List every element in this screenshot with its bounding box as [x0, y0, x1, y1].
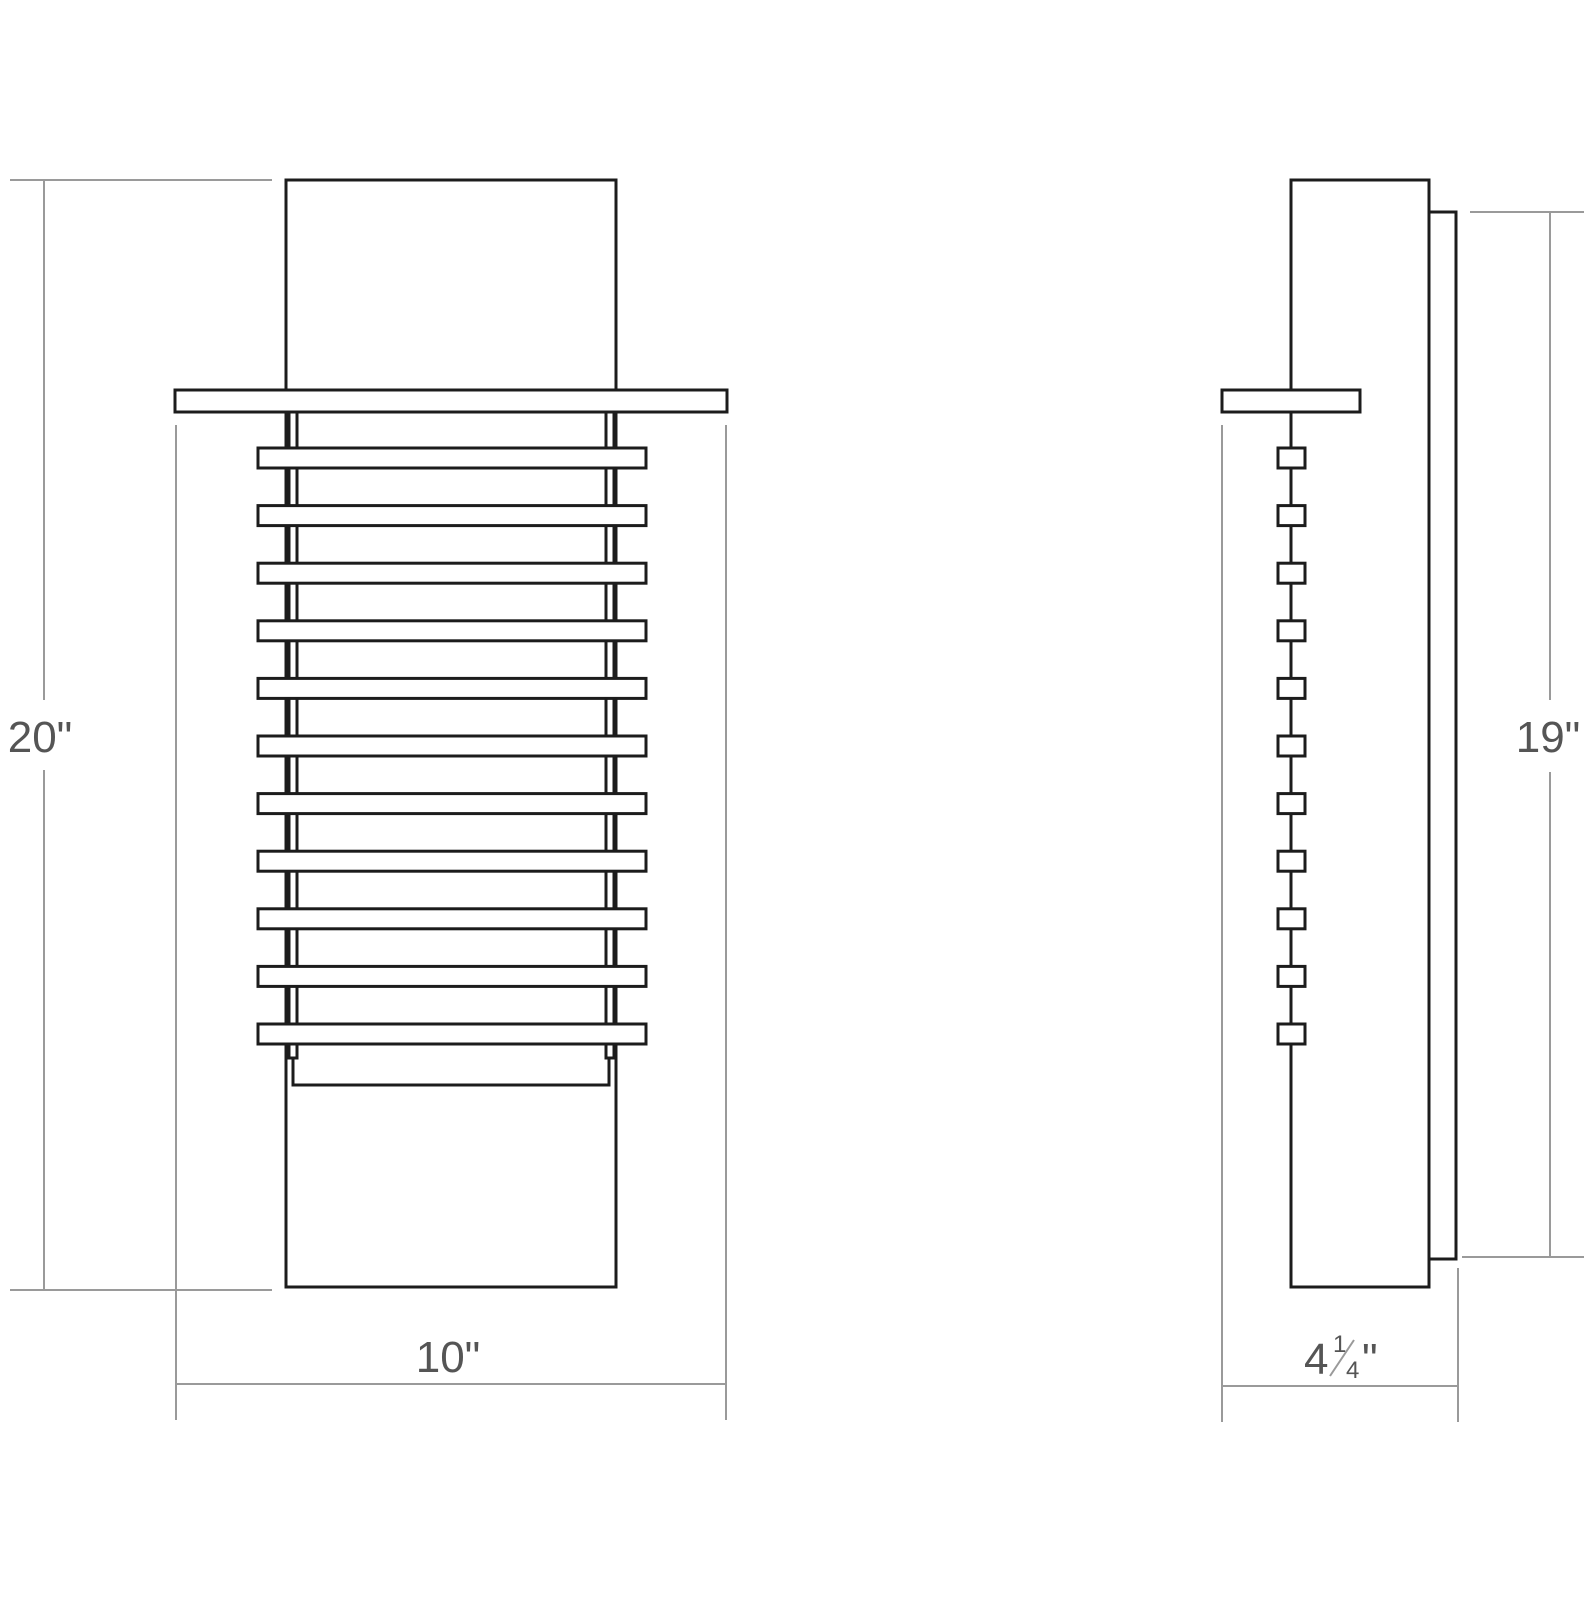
side-depth-inch-mark: ": [1362, 1335, 1378, 1384]
side-louver-8: [1276, 849, 1307, 873]
front-louver-6: [256, 734, 648, 758]
side-louvers: [1276, 446, 1307, 1046]
side-depth-whole: 4: [1304, 1335, 1328, 1384]
dimension-lines: [10, 179, 1584, 1422]
side-mounting-plate: [1424, 210, 1458, 1261]
front-louver-8: [256, 849, 648, 873]
front-louver-11: [256, 1022, 648, 1046]
front-crossbar: [173, 388, 729, 414]
side-depth-label: 4 1 4 ": [1304, 1331, 1378, 1384]
side-depth-frac-num: 1: [1333, 1331, 1346, 1358]
front-width-label: 10": [416, 1333, 481, 1382]
side-louver-3: [1276, 561, 1307, 585]
side-louver-10: [1276, 964, 1307, 988]
front-louver-7: [256, 792, 648, 816]
front-louver-10: [256, 964, 648, 988]
front-height-label: 20": [8, 713, 73, 762]
side-louver-2: [1276, 504, 1307, 528]
side-louver-6: [1276, 734, 1307, 758]
front-view: [173, 178, 729, 1289]
side-louver-9: [1276, 907, 1307, 931]
front-louver-1: [256, 446, 648, 470]
front-louver-9: [256, 907, 648, 931]
side-louver-11: [1276, 1022, 1307, 1046]
side-louver-5: [1276, 676, 1307, 700]
side-louver-4: [1276, 619, 1307, 643]
side-depth-frac-den: 4: [1346, 1357, 1359, 1384]
front-louver-4: [256, 619, 648, 643]
side-depth-frac-bar: [1329, 1339, 1355, 1377]
front-louvers: [256, 446, 648, 1046]
side-body: [1289, 178, 1431, 1289]
side-view: [1220, 178, 1458, 1289]
side-louver-7: [1276, 792, 1307, 816]
side-crossbar: [1220, 388, 1362, 414]
front-louver-5: [256, 676, 648, 700]
side-height-label: 19": [1516, 713, 1581, 762]
side-louver-1: [1276, 446, 1307, 470]
front-louver-3: [256, 561, 648, 585]
front-louver-2: [256, 504, 648, 528]
